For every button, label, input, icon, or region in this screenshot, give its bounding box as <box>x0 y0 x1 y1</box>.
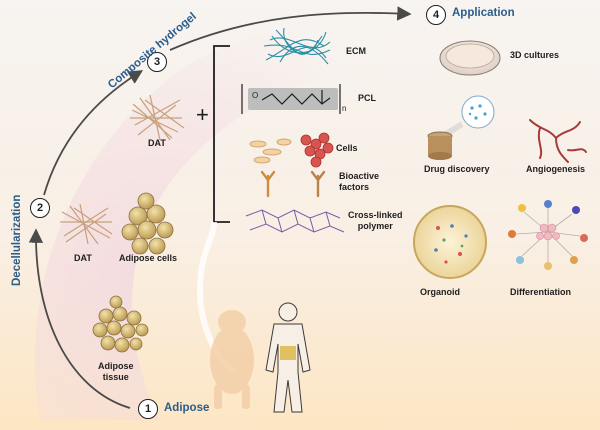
petri-dish <box>439 40 501 76</box>
cross-linked-polymer <box>245 209 345 233</box>
step-4-title: Application <box>452 7 515 19</box>
bioactive-factors <box>260 170 326 198</box>
arrow-hydrogel-to-application <box>169 6 412 51</box>
arrow-decell-to-hydrogel <box>43 70 144 196</box>
component-polymer-label: Cross-linked polymer <box>348 210 403 231</box>
application-differentiation-label: Differentiation <box>510 287 572 297</box>
step-1-number: 1 <box>138 399 158 419</box>
dat-top-label: DAT <box>148 138 166 148</box>
background-glow <box>35 13 441 420</box>
adipose-tissue-cluster <box>92 295 149 353</box>
step-4-number: 4 <box>426 5 446 25</box>
component-ecm-label: ECM <box>346 46 366 56</box>
component-cells-label: Cells <box>336 143 358 153</box>
adipose-cells-label: Adipose cells <box>119 253 178 263</box>
arrow-adipose-to-decell <box>28 228 131 409</box>
dat-left-label: DAT <box>74 253 92 263</box>
dat-top-fibers <box>130 94 185 141</box>
adipose-cells-cluster <box>121 192 174 255</box>
application-drug-discovery-label: Drug discovery <box>424 164 490 174</box>
adipose-tissue-label: Adipose tissue <box>98 361 134 382</box>
application-organoid-label: Organoid <box>420 287 460 297</box>
step-3-number: 3 <box>147 52 167 72</box>
dat-left-fibers <box>60 203 113 245</box>
pig-silhouette <box>210 310 254 409</box>
human-silhouette <box>265 302 311 413</box>
differentiation-illustration <box>508 200 588 270</box>
drug-discovery-illustration <box>427 95 495 160</box>
ecm-mesh <box>263 27 331 65</box>
application-angiogenesis-label: Angiogenesis <box>526 164 586 174</box>
step-1-title: Adipose <box>164 402 210 414</box>
component-brace <box>213 45 230 223</box>
cells-illustration <box>249 132 334 168</box>
pcl-subscript: n <box>342 104 347 113</box>
step-2-title: Decellularization <box>11 194 23 286</box>
component-bioactive-label: Bioactive factors <box>339 171 380 192</box>
component-pcl-label: PCL <box>358 93 376 103</box>
pcl-oxygen-atom: O <box>252 91 259 100</box>
step-2-number: 2 <box>30 198 50 218</box>
angiogenesis-vessels <box>529 119 587 163</box>
organoid-illustration <box>413 205 487 279</box>
application-3d-cultures-label: 3D cultures <box>510 50 560 60</box>
plus-sign: + <box>196 102 209 127</box>
pcl-molecule <box>241 84 341 114</box>
